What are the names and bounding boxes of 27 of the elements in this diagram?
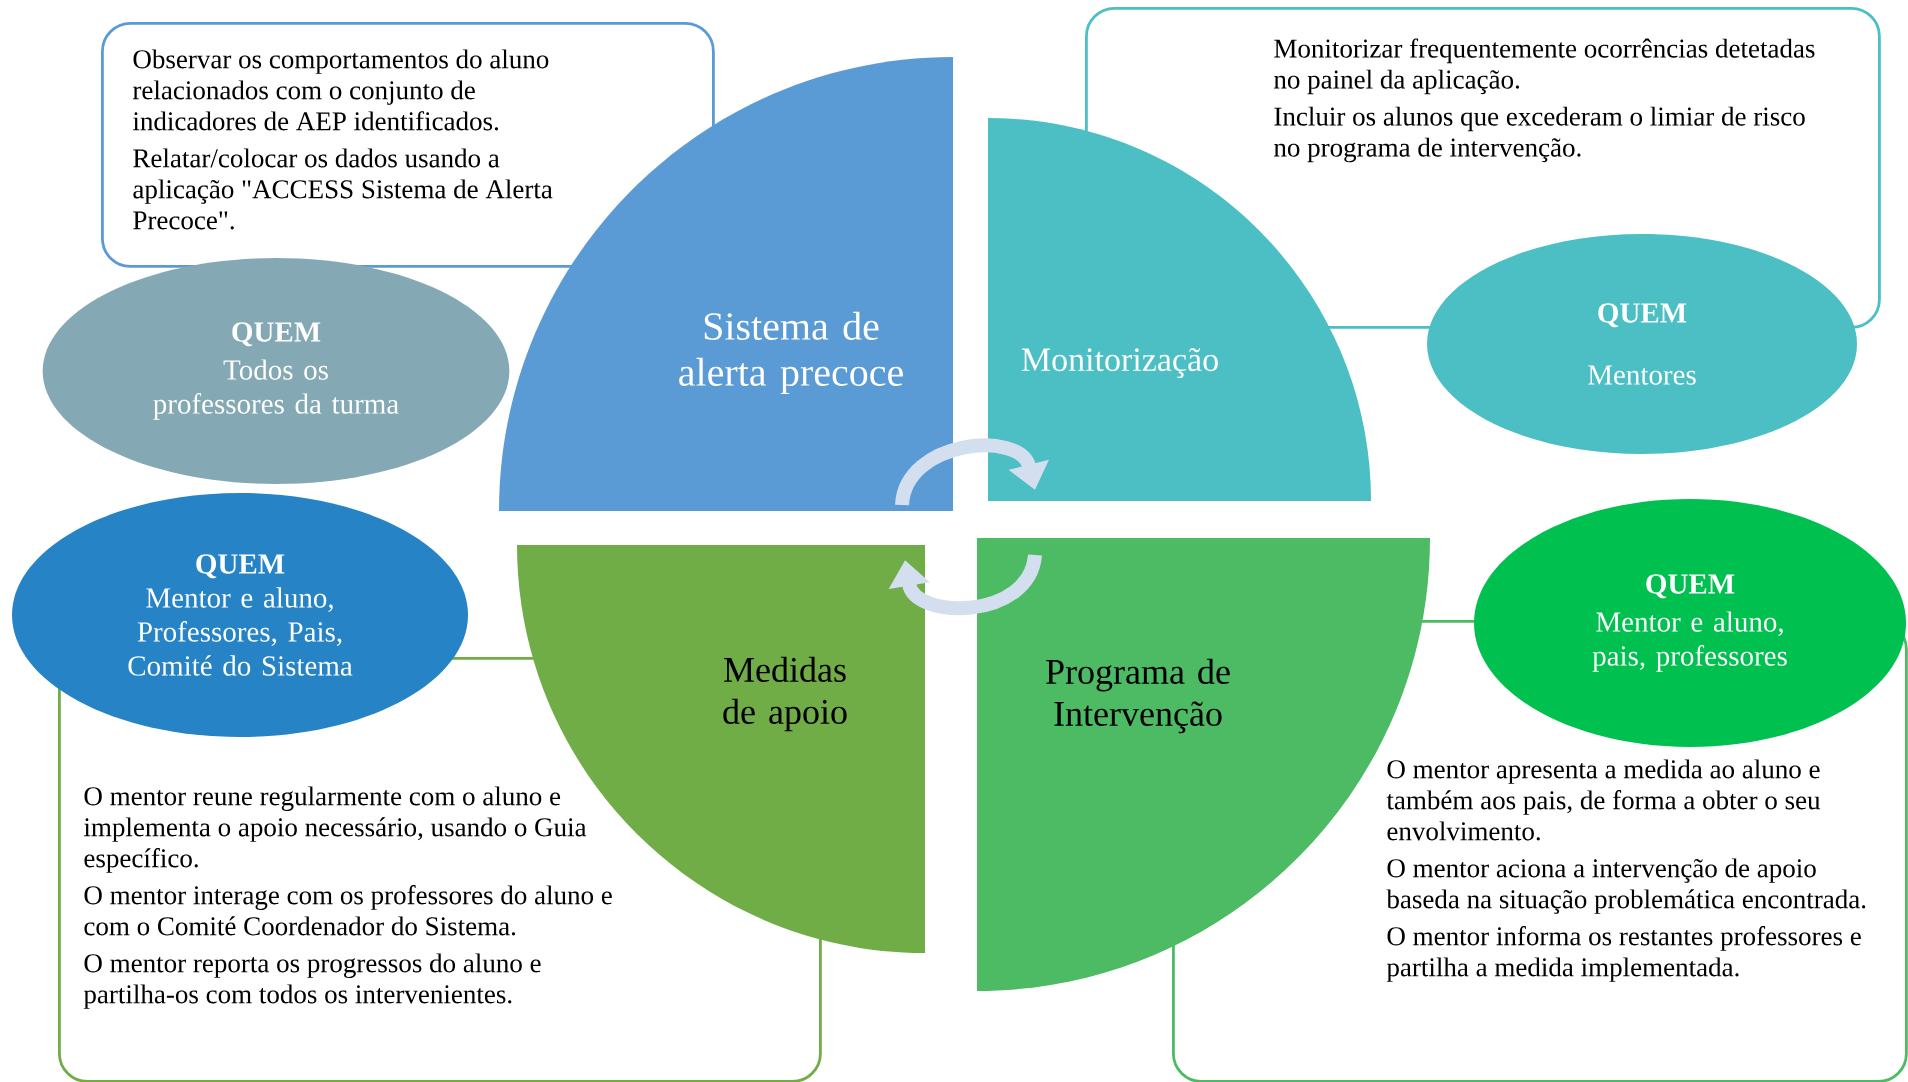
- paragraph-text: O mentor apresenta a medida ao aluno e também aos pais, de forma a obter o seu envolvimento.: [1386, 759, 1821, 841]
- paragraph-text: Relatar/colocar os dados usando a aplicação "ACCESS Sistema de Alerta Precoce".: [133, 148, 553, 230]
- quadrant-label: Programa de Intervenção: [1046, 658, 1230, 734]
- ellipse: [1474, 499, 1906, 747]
- quadrant-label: Sistema de alerta precoce: [679, 311, 903, 395]
- paragraph-text: O mentor reune regularmente com o aluno e implementa o apoio necessário, usando o Guia específico.: [83, 786, 587, 873]
- ellipse-text: Mentor e aluno, Professores, Pais, Comité do Sistema: [128, 587, 353, 676]
- paragraph-text: Incluir os alunos que excederam o limiar de risco no programa de intervenção.: [1274, 106, 1805, 163]
- quadrant-label: Monitorização: [1021, 347, 1218, 379]
- paragraph-text: O mentor interage com os professores do aluno e com o Comité Coordenador do Sistema.: [84, 885, 612, 936]
- paragraph-text: O mentor aciona a intervenção de apoio baseda na situação problemática encontrada.: [1386, 858, 1866, 914]
- heading: QUEM: [232, 322, 321, 347]
- paragraph-text: Observar os comportamentos do aluno relacionados com o conjunto de indicadores de AEP identificados.: [132, 49, 549, 131]
- paragraph-text: O mentor informa os restantes professores e partilha a medida implementada.: [1386, 926, 1861, 982]
- ellipse: [1427, 234, 1857, 454]
- ellipse: [42, 258, 510, 484]
- quadrant-label: Medidas de apoio: [723, 656, 847, 732]
- heading: QUEM: [1598, 303, 1687, 328]
- ellipse-text: Mentor e aluno, pais, professores: [1592, 611, 1787, 672]
- ellipse-text: Todos os professores da turma: [153, 359, 399, 420]
- heading: QUEM: [1646, 574, 1735, 599]
- ellipse-text: Mentores: [1588, 365, 1696, 385]
- paragraph-text: O mentor reporta os progressos do aluno e partilha-os com todos os intervenientes.: [83, 953, 541, 1009]
- text-box: [101, 22, 715, 268]
- ellipse: [12, 493, 468, 737]
- heading: QUEM: [196, 554, 285, 579]
- paragraph-text: Monitorizar frequentemente ocorrências detetadas no painel da aplicação.: [1274, 38, 1815, 95]
